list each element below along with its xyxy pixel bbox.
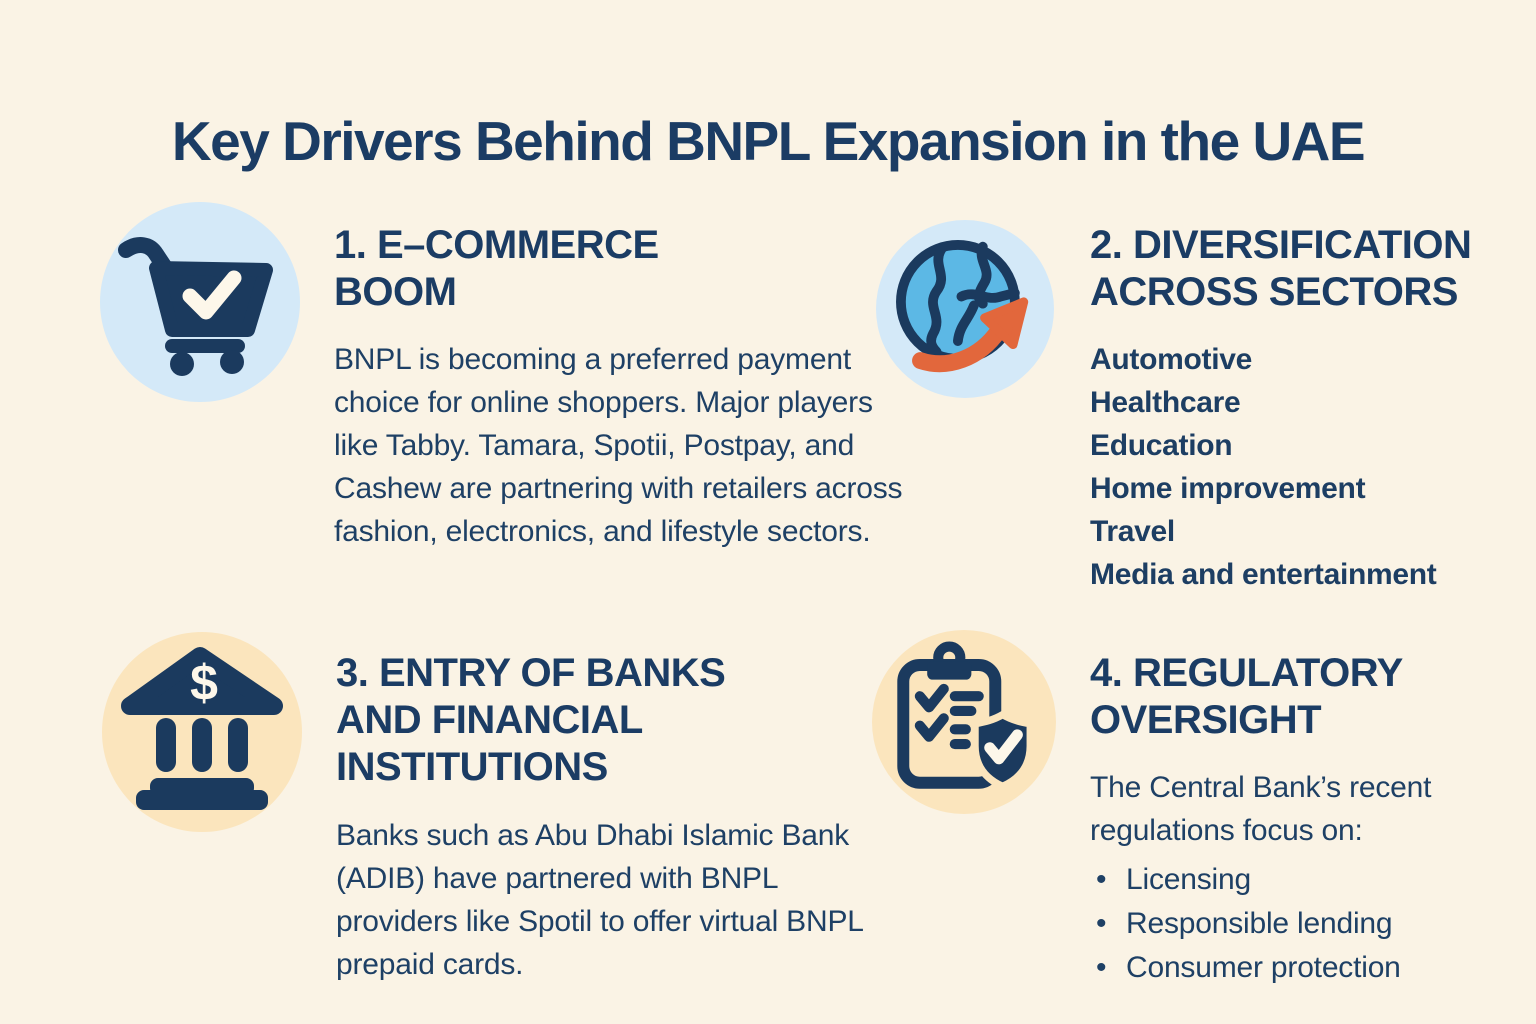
bullet-item: Consumer protection	[1090, 946, 1520, 990]
sector-item: Healthcare	[1090, 386, 1241, 420]
section-body: Banks such as Abu Dhabi Islamic Bank (AD…	[336, 818, 863, 981]
sector-item: Education	[1090, 429, 1233, 463]
page-title: Key Drivers Behind BNPL Expansion in the…	[171, 109, 1366, 172]
section-intro: The Central Bank’s recent regulations fo…	[1090, 771, 1432, 848]
section-heading: 2. DIVERSIFICATION ACROSS SECTORS	[1090, 223, 1472, 315]
sector-list: Automotive Healthcare Education Home imp…	[1090, 338, 1520, 596]
section-heading: 4. REGULATORY OVERSIGHT	[1090, 651, 1403, 743]
sector-item: Media and entertainment	[1090, 558, 1437, 592]
section-heading: 3. ENTRY OF BANKS AND FINANCIAL INSTITUT…	[336, 651, 726, 790]
section-ecommerce-boom: 1. E–COMMERCE BOOM BNPL is becoming a pr…	[334, 222, 919, 553]
bullet-item: Responsible lending	[1090, 902, 1520, 946]
globe-growth-arrow-icon	[876, 220, 1054, 398]
section-entry-of-banks: 3. ENTRY OF BANKS AND FINANCIAL INSTITUT…	[336, 650, 896, 986]
section-body: BNPL is becoming a preferred payment cho…	[334, 343, 903, 549]
sector-item: Automotive	[1090, 343, 1253, 377]
sector-item: Travel	[1090, 515, 1175, 549]
bullet-item: Licensing	[1090, 858, 1520, 902]
sector-item: Home improvement	[1090, 472, 1366, 506]
bank-building-icon: $	[102, 632, 302, 832]
cart-check-icon	[100, 202, 300, 402]
bullet-list: Licensing Responsible lending Consumer p…	[1090, 858, 1520, 990]
section-regulatory-oversight: 4. REGULATORY OVERSIGHT The Central Bank…	[1090, 650, 1520, 990]
svg-text:$: $	[190, 655, 218, 711]
section-diversification: 2. DIVERSIFICATION ACROSS SECTORS Automo…	[1090, 222, 1520, 596]
clipboard-shield-icon	[872, 630, 1056, 814]
section-heading: 1. E–COMMERCE BOOM	[334, 223, 659, 315]
